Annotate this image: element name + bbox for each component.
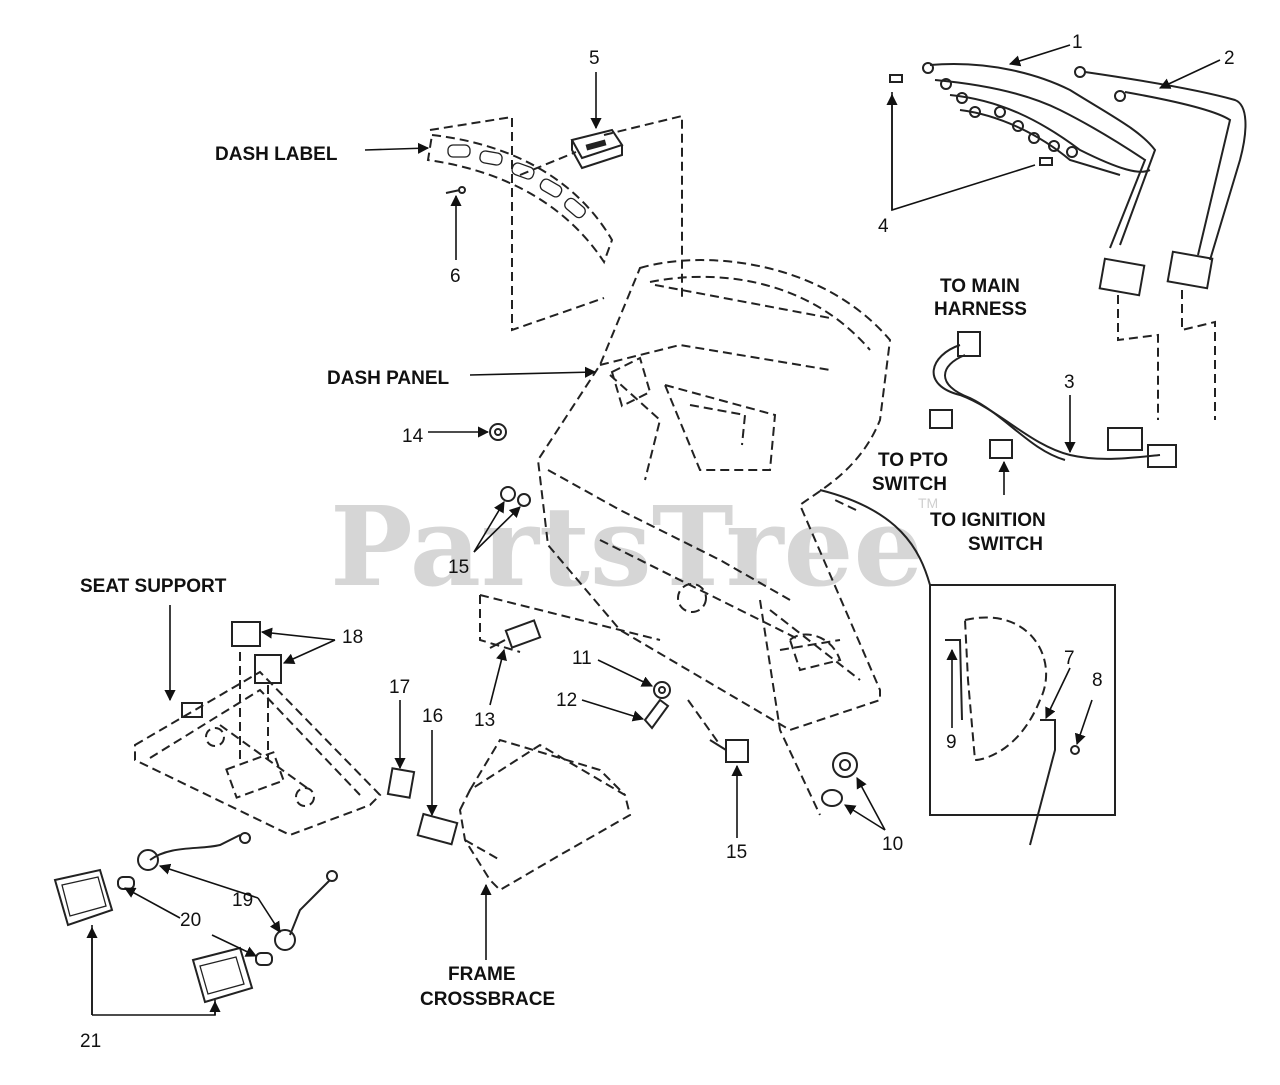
screw-icon[interactable] (445, 186, 466, 194)
seat-switch-part[interactable] (231, 621, 282, 684)
callout-9: 9 (946, 732, 957, 753)
nut-icon[interactable] (489, 423, 507, 441)
to-pto-switch-label-line2: SWITCH (872, 474, 947, 495)
callout-1: 1 (1072, 32, 1083, 53)
callout-12: 12 (556, 690, 577, 711)
frame-crossbrace-part[interactable] (458, 738, 632, 892)
callout-18: 18 (342, 627, 363, 648)
callout-11: 11 (572, 648, 592, 669)
switch-icon[interactable] (709, 739, 749, 763)
dash-panel-label: DASH PANEL (327, 368, 449, 389)
seat-support-label: SEAT SUPPORT (80, 576, 227, 597)
to-ignition-switch-label-line1: TO IGNITION (930, 510, 1046, 531)
frame-crossbrace-label-line1: FRAME (448, 964, 516, 985)
nut-icon[interactable] (653, 681, 671, 699)
wire-harness-icon[interactable] (137, 832, 338, 951)
wire-harness-icon[interactable] (1074, 66, 1247, 290)
nut-icon[interactable] (500, 486, 531, 507)
callout-15-lower: 15 (726, 842, 747, 863)
wire-harness-icon[interactable] (929, 331, 1177, 468)
dash-label-part[interactable] (426, 133, 614, 265)
callout-14: 14 (402, 426, 424, 447)
callout-10: 10 (882, 834, 903, 855)
callout-13: 13 (474, 710, 495, 731)
seat-support-part[interactable] (134, 670, 382, 837)
to-main-harness-label-line2: HARNESS (934, 299, 1027, 320)
callout-4: 4 (878, 216, 889, 237)
dash-label-label: DASH LABEL (215, 144, 338, 165)
watermark-text: PartsTree (330, 482, 924, 611)
wire-harness-icon[interactable] (922, 62, 1157, 297)
callout-8: 8 (1092, 670, 1103, 691)
watermark-trademark: TM (918, 495, 938, 511)
callout-21: 21 (80, 1031, 101, 1052)
callout-17: 17 (389, 677, 410, 698)
to-pto-switch-label-line1: TO PTO (878, 450, 948, 471)
callout-3: 3 (1064, 372, 1075, 393)
frame-crossbrace-label-line2: CROSSBRACE (420, 989, 555, 1010)
switch-icon[interactable] (386, 767, 459, 846)
callout-7: 7 (1064, 648, 1075, 669)
hour-meter-part[interactable] (570, 128, 624, 170)
callout-19: 19 (232, 890, 253, 911)
ignition-bracket-part[interactable] (945, 616, 1080, 846)
callout-5: 5 (589, 48, 600, 69)
switch-icon[interactable] (489, 619, 542, 649)
connector-icon[interactable] (889, 74, 1053, 166)
to-ignition-switch-label-line2: SWITCH (968, 534, 1043, 555)
switch-icon[interactable] (821, 752, 858, 807)
key-icon[interactable] (643, 698, 670, 730)
headlight-lens-icon[interactable] (53, 868, 254, 1004)
callout-2: 2 (1224, 48, 1235, 69)
dash-panel-part[interactable] (536, 259, 892, 732)
callout-6: 6 (450, 266, 461, 287)
callout-15-upper: 15 (448, 557, 469, 578)
to-main-harness-label-line1: TO MAIN (940, 276, 1020, 297)
callout-20: 20 (180, 910, 201, 931)
callout-16: 16 (422, 706, 443, 727)
